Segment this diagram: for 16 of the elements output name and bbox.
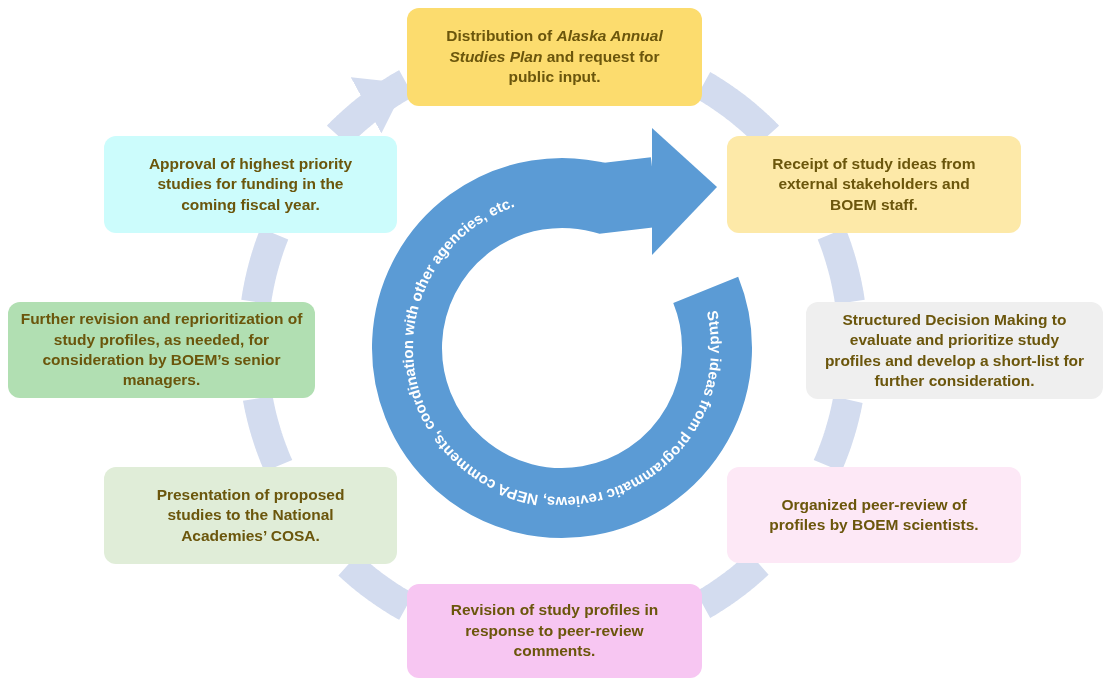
process-box (104, 467, 397, 564)
process-box (407, 8, 702, 106)
step-text: Approval of highest priority studies for funding in the coming fiscal year. (147, 153, 354, 215)
step-text: Revision of study profiles in response to peer-review comments. (449, 600, 660, 662)
process-box (727, 467, 1021, 563)
step-text: Further revision and reprioritization of study profiles, as needed, for consideration by BOEM’s senior managers. (19, 309, 304, 391)
step-text: Distribution of Alaska Annual Studies Plan and request for public input. (445, 26, 664, 88)
process-box (407, 584, 702, 678)
step-text: Receipt of study ideas from external stakeholders and BOEM staff. (771, 153, 977, 215)
process-box (727, 136, 1021, 233)
step-text: Organized peer-review of profiles by BOEM scientists. (768, 494, 980, 535)
step-text: Structured Decision Making to evaluate and prioritize study profiles and develop a short-list for further consideration. (823, 309, 1086, 391)
process-box (104, 136, 397, 233)
step-text: Presentation of proposed studies to the National Academies’ COSA. (155, 484, 346, 546)
process-box (806, 302, 1103, 399)
process-box (8, 302, 315, 398)
